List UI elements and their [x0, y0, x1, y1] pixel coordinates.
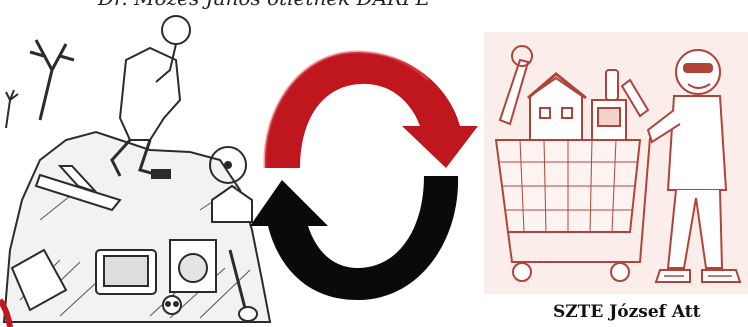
shopping-cart-consumer-illustration [484, 32, 748, 294]
black-cycle-arrow [250, 176, 458, 300]
junk-pile-thinker-illustration [4, 16, 270, 322]
red-cycle-arrow [265, 52, 478, 168]
bottom-caption: SZTE József Att [553, 302, 700, 322]
